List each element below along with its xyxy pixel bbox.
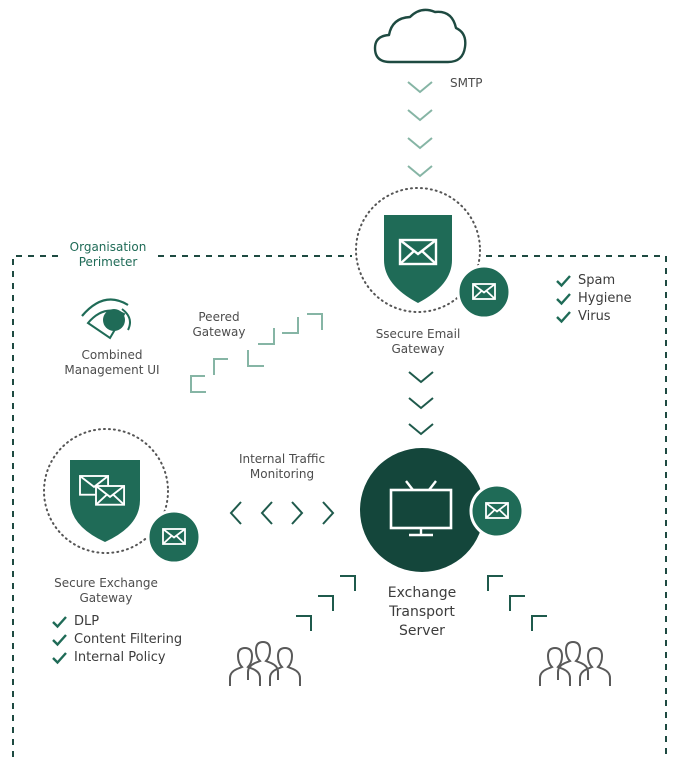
list-item: Hygiene [556,290,632,308]
chevron-right-icon [322,501,335,525]
organisation-perimeter-label: Organisation Perimeter [69,240,147,269]
check-icon [52,615,68,628]
check-label: Virus [578,309,611,324]
internal-traffic-arrows [229,501,335,525]
left-users-arrows [296,575,356,631]
internal-traffic-monitoring-label: Internal Traffic Monitoring [238,452,326,481]
chevron-left-icon [260,501,273,525]
chevron-down-icon [407,81,433,93]
chevron-down-icon [408,423,434,435]
chevron-left-icon [229,501,242,525]
gateway-to-server-arrows [408,371,434,435]
check-icon [556,274,572,287]
chevron-down-icon [407,165,433,177]
secure-email-gateway-label: Ssecure Email Gateway [375,327,461,356]
chevron-down-icon [408,397,434,409]
cloud-icon [373,8,467,64]
chevron-down-icon [408,371,434,383]
secure-exchange-gateway-label: Secure Exchange Gateway [54,576,158,605]
check-icon [52,633,68,646]
list-item: Internal Policy [52,649,182,667]
exchange-gateway-checklist: DLP Content Filtering Internal Policy [52,613,182,667]
peered-gateway-label: Peered Gateway [192,310,246,339]
secure-email-gateway-node [355,187,512,320]
combined-management-ui-label: Combined Management UI [64,348,160,377]
check-icon [556,292,572,305]
check-label: DLP [74,614,100,629]
check-label: Hygiene [578,291,632,306]
chevron-down-icon [407,137,433,149]
check-icon [52,651,68,664]
smtp-arrows [407,81,433,177]
people-group-icon [539,641,611,687]
organisation-perimeter-border [12,255,667,757]
chevron-down-icon [407,109,433,121]
people-group-icon [229,641,301,687]
smtp-label: SMTP [450,76,483,90]
eye-icon [81,298,131,340]
exchange-transport-server-node [360,448,525,572]
check-label: Content Filtering [74,632,183,647]
shield-envelope-icon [384,215,452,303]
exchange-transport-server-label: Exchange Transport Server [387,585,457,639]
list-item: Content Filtering [52,631,182,649]
secure-exchange-gateway-node [43,428,202,565]
list-item: DLP [52,613,182,631]
list-item: Virus [556,308,632,326]
check-label: Internal Policy [74,650,166,665]
list-item: Spam [556,272,632,290]
right-users-arrows [487,575,547,631]
email-gateway-checklist: Spam Hygiene Virus [556,272,632,326]
tv-monitor-icon [389,480,453,537]
chevron-right-icon [291,501,304,525]
check-icon [556,310,572,323]
peered-gateway-arrows [190,313,323,393]
check-label: Spam [578,273,616,288]
